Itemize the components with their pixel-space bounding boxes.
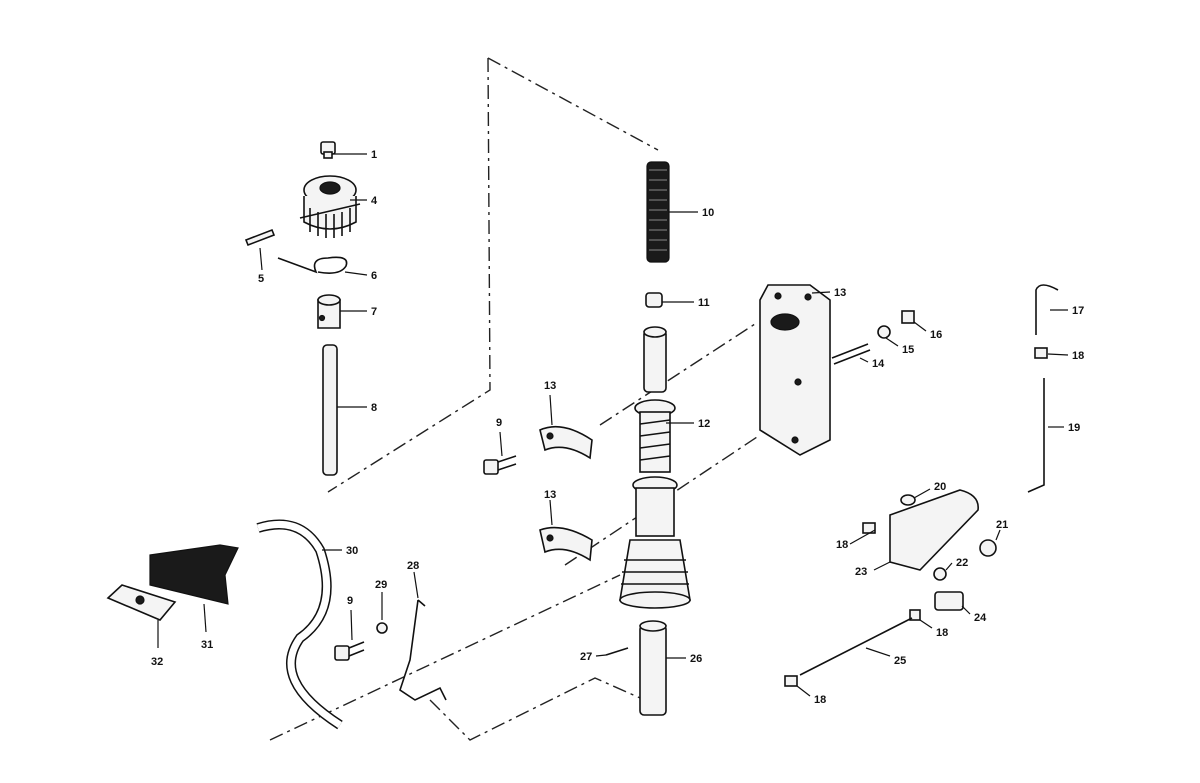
part-13-bracket [759, 284, 831, 456]
part-13-clamp-lower [539, 526, 593, 562]
callouts: 1 4 5 6 7 8 9 9 10 11 12 13 13 13 14 15 … [151, 149, 1084, 706]
callout-10: 10 [702, 207, 714, 219]
callout-11: 11 [698, 297, 710, 309]
callout-31: 31 [201, 639, 213, 651]
part-8-shaft [322, 344, 338, 476]
callout-9-upper: 9 [496, 417, 502, 429]
part-6-spring-clip [277, 256, 348, 274]
part-26-tube [639, 620, 667, 716]
part-23-lever [889, 489, 979, 571]
callout-5: 5 [258, 273, 264, 285]
part-11-bushing [645, 292, 663, 308]
part-31-grip [149, 544, 239, 605]
callout-18-rod-end: 18 [814, 694, 826, 706]
callout-20: 20 [934, 481, 946, 493]
part-17-elbow [1035, 284, 1059, 335]
part-25-threaded-rod [799, 617, 913, 676]
callout-18-ball-joint: 18 [936, 627, 948, 639]
callout-6: 6 [371, 270, 377, 282]
part-27-pin [605, 647, 629, 656]
part-20-washer [900, 494, 916, 506]
callout-18-lever: 18 [836, 539, 848, 551]
part-14-stud [831, 343, 871, 365]
callout-13-clamp-lower: 13 [544, 489, 556, 501]
callout-32: 32 [151, 656, 163, 668]
part-12-steering-shaft [619, 326, 691, 609]
callout-26: 26 [690, 653, 702, 665]
callout-17: 17 [1072, 305, 1084, 317]
part-19-rod [1027, 378, 1045, 493]
part-10-spring [646, 161, 670, 263]
part-9-bolt-upper [483, 455, 517, 475]
callout-4: 4 [371, 195, 378, 207]
part-4-gear-housing [299, 175, 361, 238]
callout-30: 30 [346, 545, 358, 557]
callout-19: 19 [1068, 422, 1080, 434]
part-18-nut-c [909, 609, 921, 621]
callout-12: 12 [698, 418, 710, 430]
part-30-hose [256, 519, 343, 730]
callout-27: 27 [580, 651, 592, 663]
callout-18-rod: 18 [1072, 350, 1084, 362]
part-9-bolt-lower [334, 641, 365, 661]
part-5-pin [244, 228, 276, 247]
part-16-nut [901, 310, 915, 324]
part-22-washer [933, 567, 947, 581]
part-15-washer [877, 325, 891, 339]
part-1-screw [320, 141, 336, 159]
part-7-coupler [317, 294, 341, 329]
part-32-clamp-block [106, 584, 177, 621]
callout-21: 21 [996, 519, 1008, 531]
part-18-nut-d [784, 675, 798, 687]
part-18-nut-a [1034, 347, 1048, 359]
callout-23: 23 [855, 566, 867, 578]
callout-9-lower: 9 [347, 595, 353, 607]
callout-24: 24 [974, 612, 987, 624]
callout-25: 25 [894, 655, 906, 667]
callout-16: 16 [930, 329, 942, 341]
part-13-clamp-upper [539, 425, 593, 460]
callout-28: 28 [407, 560, 419, 572]
callout-7: 7 [371, 306, 377, 318]
callout-22: 22 [956, 557, 968, 569]
assembly-lines [269, 57, 761, 741]
callout-1: 1 [371, 149, 377, 161]
callout-13-clamp-upper: 13 [544, 380, 556, 392]
callout-15: 15 [902, 344, 914, 356]
part-29-washer [376, 622, 388, 634]
part-28-wire-link [399, 599, 447, 701]
part-21-bolt [979, 539, 997, 557]
part-24-ball-joint [934, 591, 964, 611]
callout-8: 8 [371, 402, 377, 414]
callout-13-bracket: 13 [834, 287, 846, 299]
callout-14: 14 [872, 358, 885, 370]
callout-29: 29 [375, 579, 387, 591]
